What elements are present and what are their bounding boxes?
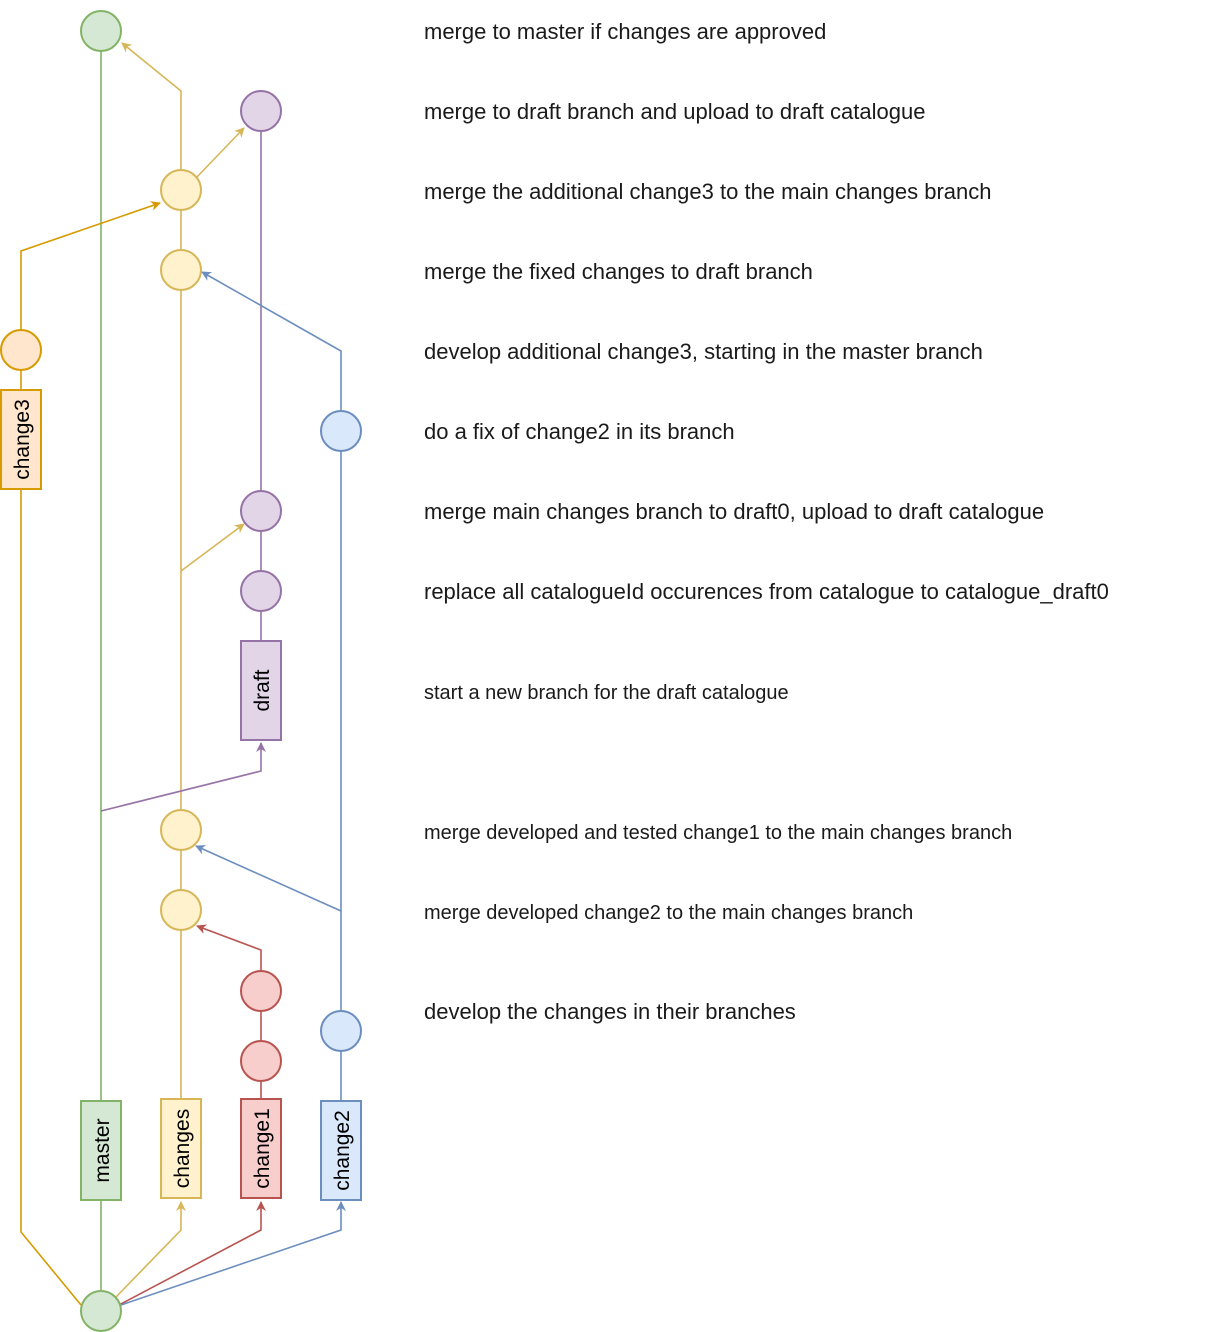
step-merge-to-master: merge to master if changes are approved: [424, 19, 827, 44]
commit-draft-2: [240, 490, 282, 532]
commit-change2-fix: [320, 410, 362, 452]
edge-change1-merge: [196, 924, 262, 971]
edge-master-to-draft: [100, 742, 266, 812]
step-fix-change2: do a fix of change2 in its branch: [424, 419, 735, 444]
edge-change2-fix-merge: [201, 271, 342, 411]
step-merge-change3: merge the additional change3 to the main…: [424, 179, 992, 204]
step-develop-change3: develop additional change3, starting in …: [424, 339, 983, 364]
commit-change1-1: [240, 1040, 282, 1082]
edge-root-to-change1: [118, 1201, 266, 1306]
branch-master: master: [80, 1100, 122, 1201]
commit-root: [80, 1290, 122, 1332]
edge-root-to-change2: [120, 1201, 346, 1306]
edge-root-to-changes: [115, 1201, 186, 1298]
branch-draft-label: draft: [251, 669, 274, 711]
commit-changes-2: [160, 809, 202, 851]
branch-change1-label: change1: [251, 1108, 274, 1189]
git-branching-diagram: master changes change1 change2 draft cha…: [0, 10, 362, 1332]
commit-change1-2: [240, 970, 282, 1012]
branch-change2: change2: [320, 1100, 362, 1201]
edge-change2-merge: [195, 845, 342, 912]
branch-change3: change3: [0, 389, 42, 490]
step-merge-change2: merge developed change2 to the main chan…: [424, 902, 914, 924]
commit-changes-4: [160, 169, 202, 211]
branch-draft: draft: [240, 640, 282, 741]
commit-draft-1: [240, 570, 282, 612]
step-develop-changes: develop the changes in their branches: [424, 999, 796, 1024]
edge-change3-merge: [20, 201, 161, 330]
step-start-draft-branch: start a new branch for the draft catalog…: [424, 682, 789, 704]
edge-changes-to-draft0: [180, 523, 245, 572]
step-merge-to-draft0: merge main changes branch to draft0, upl…: [424, 499, 1045, 524]
branch-changes-label: changes: [171, 1109, 194, 1188]
branch-changes: changes: [160, 1098, 202, 1199]
step-merge-change1: merge developed and tested change1 to th…: [424, 822, 1013, 844]
step-merge-fixed-changes: merge the fixed changes to draft branch: [424, 259, 813, 284]
commit-master-final: [80, 10, 122, 52]
commit-change3-1: [0, 329, 42, 371]
edge-changes-to-draft-final: [195, 127, 245, 179]
edge-changes-to-master: [121, 42, 182, 170]
step-replace-catalogue-id: replace all catalogueId occurences from …: [424, 579, 1109, 604]
branch-change3-label: change3: [11, 399, 34, 480]
branch-change2-label: change2: [331, 1110, 354, 1191]
commit-draft-3: [240, 90, 282, 132]
commit-changes-1: [160, 889, 202, 931]
branch-change1: change1: [240, 1098, 282, 1199]
commit-changes-3: [160, 249, 202, 291]
edge-root-to-change3: [20, 490, 82, 1306]
step-merge-to-draft: merge to draft branch and upload to draf…: [424, 99, 926, 124]
branch-master-label: master: [91, 1118, 114, 1182]
commit-change2-1: [320, 1010, 362, 1052]
